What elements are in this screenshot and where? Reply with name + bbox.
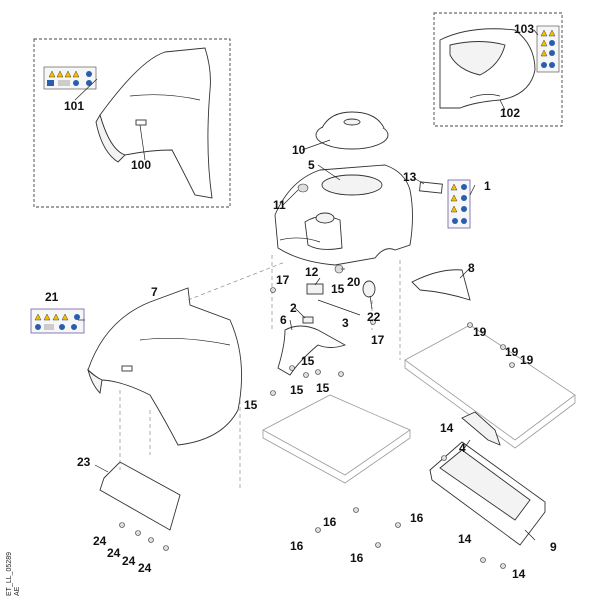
callout-15-d: 15: [316, 381, 330, 395]
callout-14-a: 14: [440, 421, 454, 435]
callout-100: 100: [131, 158, 151, 172]
callout-14-c: 14: [512, 567, 526, 581]
callout-13: 13: [403, 170, 417, 184]
callout-17-a: 17: [276, 273, 290, 287]
screws: [119, 287, 515, 569]
callout-numbers: 1 2 3 4 5 6 7 8 9 10 11 12 13 14 14 14 1…: [45, 22, 557, 581]
callout-22: 22: [367, 310, 381, 324]
callout-2: 2: [290, 301, 297, 315]
leader-lines: [74, 29, 539, 541]
callout-15-a: 15: [331, 282, 345, 296]
callout-102: 102: [500, 106, 520, 120]
drawing-code-suffix: AE: [14, 586, 21, 596]
callout-101: 101: [64, 99, 84, 113]
inset-cover-100: [95, 47, 213, 199]
bracket-12: [306, 283, 324, 295]
callout-15-c: 15: [290, 383, 304, 397]
baffle-6: [277, 325, 347, 376]
callout-16-d: 16: [410, 511, 424, 525]
housing-5: [274, 164, 413, 266]
drawing-code: ET_LL_05289 AE: [6, 552, 21, 596]
base-plate-left: [262, 394, 411, 484]
warning-label-1: [447, 179, 471, 229]
callout-103: 103: [514, 22, 534, 36]
clip-2: [302, 316, 314, 324]
callout-16-b: 16: [290, 539, 304, 553]
inset-label-103: [536, 25, 560, 73]
drawing-code-text: ET_LL_05289: [6, 552, 13, 596]
inset-label-101: [43, 66, 97, 90]
callout-12: 12: [305, 265, 319, 279]
callout-14-b: 14: [458, 532, 472, 546]
callout-1: 1: [484, 179, 491, 193]
callout-15-e: 15: [244, 398, 258, 412]
callout-5: 5: [308, 158, 315, 172]
cap-10: [315, 111, 389, 150]
plate-23: [99, 461, 181, 531]
cover-8: [411, 269, 471, 301]
callout-8: 8: [468, 261, 475, 275]
callout-23: 23: [77, 455, 91, 469]
callout-7: 7: [151, 285, 158, 299]
label-13: [419, 181, 443, 194]
callout-24-c: 24: [122, 554, 136, 568]
bracket-4: [461, 411, 501, 446]
callout-4: 4: [459, 441, 466, 455]
callout-3: 3: [342, 316, 349, 330]
callout-17-b: 17: [371, 333, 385, 347]
cover-7: [87, 287, 242, 446]
callout-19-a: 19: [473, 325, 487, 339]
inset-frame-right: [433, 12, 563, 127]
callout-19-b: 19: [505, 345, 519, 359]
callout-24-b: 24: [107, 546, 121, 560]
callout-15-b: 15: [301, 354, 315, 368]
base-plate-right: [404, 324, 576, 449]
tray-9: [429, 441, 546, 546]
inset-frame-left: [33, 38, 231, 208]
callout-16-a: 16: [323, 515, 337, 529]
inset-cover-102: [439, 28, 536, 109]
shaft-3: [317, 299, 361, 316]
callout-9: 9: [550, 540, 557, 554]
callout-24-d: 24: [138, 561, 152, 575]
bushing-22: [362, 280, 376, 298]
callout-19-c: 19: [520, 353, 534, 367]
warning-label-21: [30, 308, 85, 334]
callout-11: 11: [273, 198, 286, 212]
callout-24-a: 24: [93, 534, 107, 548]
callout-20: 20: [347, 275, 361, 289]
grommet-11: [297, 183, 309, 193]
callout-16-c: 16: [350, 551, 364, 565]
callout-10: 10: [292, 143, 306, 157]
callout-21: 21: [45, 290, 59, 304]
callout-6: 6: [280, 313, 287, 327]
